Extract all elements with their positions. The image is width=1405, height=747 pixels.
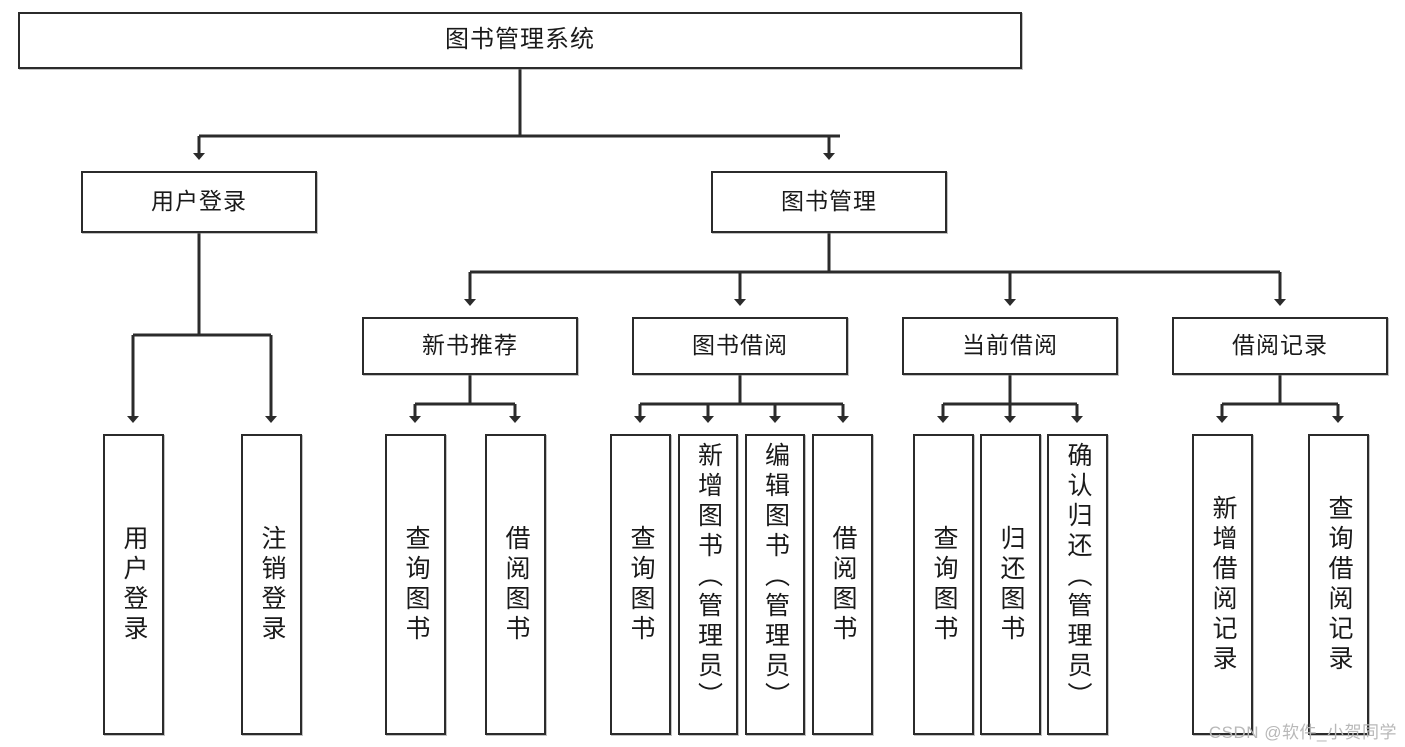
leaf-new-book-query-book[interactable]: 查询图书: [385, 434, 446, 735]
leaf-borrow-record-add-record[interactable]: 新增借阅记录: [1192, 434, 1253, 735]
leaf-user-login-logout[interactable]: 注销登录: [241, 434, 302, 735]
node-label: 归还图书: [997, 524, 1025, 645]
node-label: 查询图书: [402, 524, 430, 645]
node-book-borrow[interactable]: 图书借阅: [632, 317, 848, 375]
leaf-book-borrow-query-book[interactable]: 查询图书: [610, 434, 671, 735]
node-label: 图书管理: [781, 188, 877, 215]
node-label: 借阅图书: [829, 524, 857, 645]
node-label: 查询借阅记录: [1325, 494, 1353, 675]
node-label: 用户登录: [120, 524, 148, 645]
node-label: 新增图书（管理员）: [694, 442, 723, 712]
leaf-book-borrow-borrow-book[interactable]: 借阅图书: [812, 434, 873, 735]
node-borrow-record[interactable]: 借阅记录: [1172, 317, 1388, 375]
leaf-current-borrow-return-book[interactable]: 归还图书: [980, 434, 1041, 735]
node-new-book-recommend[interactable]: 新书推荐: [362, 317, 578, 375]
node-label: 图书借阅: [692, 332, 788, 359]
node-label: 新书推荐: [422, 332, 518, 359]
leaf-new-book-borrow-book[interactable]: 借阅图书: [485, 434, 546, 735]
node-label: 用户登录: [151, 188, 247, 215]
node-label: 查询图书: [627, 524, 655, 645]
node-root-book-management-system[interactable]: 图书管理系统: [18, 12, 1022, 69]
node-label: 注销登录: [258, 524, 286, 645]
leaf-borrow-record-query-record[interactable]: 查询借阅记录: [1308, 434, 1369, 735]
leaf-current-borrow-query-book[interactable]: 查询图书: [913, 434, 974, 735]
node-current-borrow[interactable]: 当前借阅: [902, 317, 1118, 375]
watermark-text: CSDN @软件_小贺同学: [1208, 723, 1397, 742]
node-book-management[interactable]: 图书管理: [711, 171, 947, 233]
node-label: 借阅图书: [502, 524, 530, 645]
node-label: 借阅记录: [1232, 332, 1328, 359]
node-label: 图书管理系统: [445, 26, 595, 54]
node-user-login[interactable]: 用户登录: [81, 171, 317, 233]
leaf-book-borrow-edit-book-admin[interactable]: 编辑图书（管理员）: [745, 434, 805, 735]
node-label: 查询图书: [930, 524, 958, 645]
leaf-current-borrow-confirm-return-admin[interactable]: 确认归还（管理员）: [1047, 434, 1108, 735]
leaf-book-borrow-add-book-admin[interactable]: 新增图书（管理员）: [678, 434, 738, 735]
leaf-user-login-login[interactable]: 用户登录: [103, 434, 164, 735]
node-label: 新增借阅记录: [1209, 494, 1237, 675]
node-label: 编辑图书（管理员）: [761, 442, 790, 712]
node-label: 确认归还（管理员）: [1064, 442, 1092, 712]
node-label: 当前借阅: [962, 332, 1058, 359]
